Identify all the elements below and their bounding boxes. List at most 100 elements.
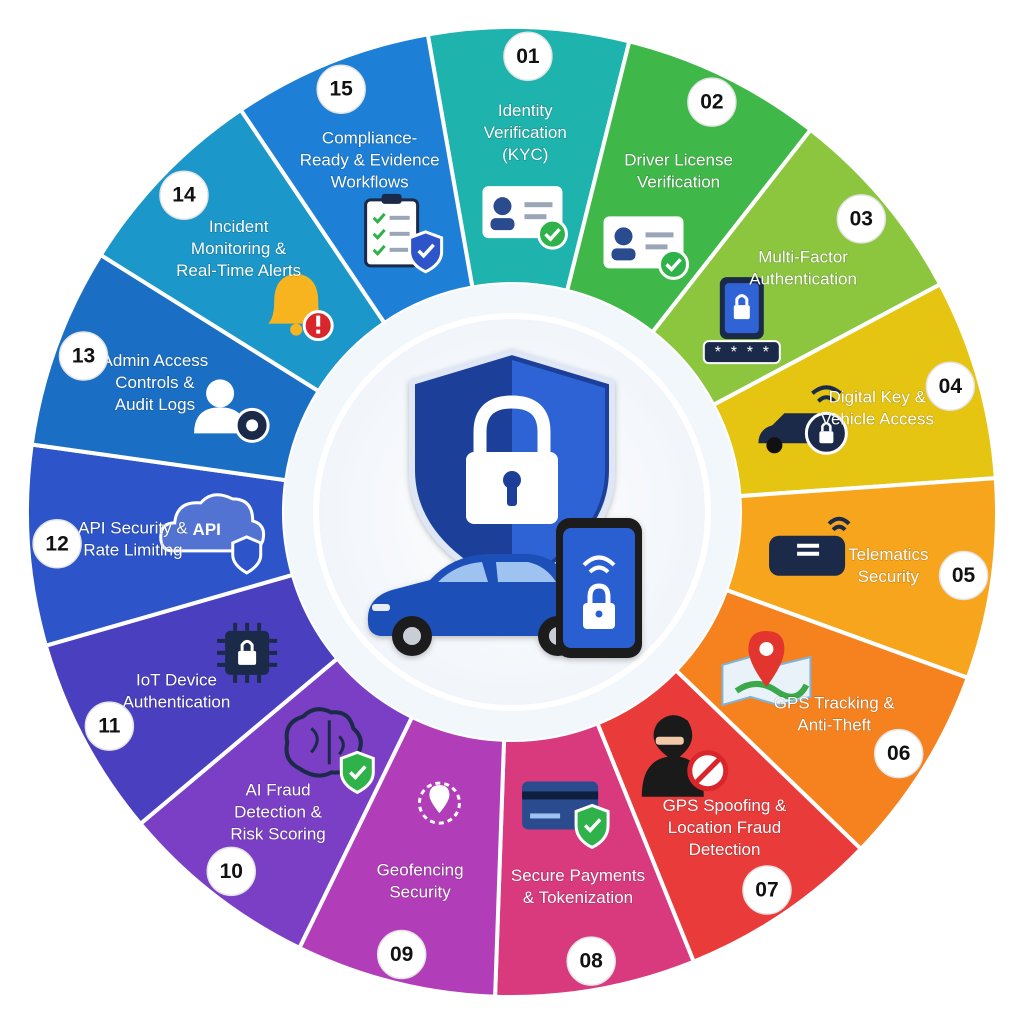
segment-label-line: Admin Access — [102, 351, 209, 370]
number-badge: 04 — [925, 361, 976, 412]
segment-label-line: Authentication — [123, 692, 231, 711]
svg-text:*: * — [747, 344, 753, 361]
segment-label-line: Driver License — [624, 150, 733, 169]
bell-alert-icon — [268, 273, 334, 342]
segment-label-line: Detection — [689, 840, 761, 859]
api-cloud-shield-icon: API — [159, 493, 266, 575]
segment-label: Digital Key &Vehicle Access — [821, 387, 934, 428]
segment-label: API Security &Rate Limiting — [78, 519, 188, 560]
svg-text:*: * — [731, 344, 737, 361]
number-badge-text: 04 — [939, 375, 963, 398]
segment-label-line: Compliance- — [322, 129, 417, 148]
segment-label-line: Controls & — [115, 373, 195, 392]
number-badge-text: 02 — [700, 91, 723, 114]
segment-label-line: Multi-Factor — [758, 248, 848, 267]
svg-text:*: * — [715, 344, 721, 361]
brain-shield-icon — [284, 707, 375, 795]
segment-label-line: Identity — [498, 101, 553, 120]
segment-label-line: Verification — [484, 123, 567, 142]
number-badge-text: 05 — [952, 564, 976, 587]
segment-label: GPS Tracking & Anti-Theft — [774, 693, 896, 734]
smartphone-icon — [556, 518, 642, 658]
number-badge-text: 14 — [172, 184, 196, 207]
shield-lock-car-phone-icon — [367, 348, 642, 658]
svg-text:*: * — [763, 344, 769, 361]
telematics-device-icon — [769, 516, 851, 576]
number-badge: 01 — [503, 31, 553, 82]
segment-label-line: Real-Time Alerts — [176, 261, 301, 280]
number-badge-text: 08 — [580, 950, 604, 973]
number-badge-text: 03 — [850, 207, 873, 230]
segment-label-line: API Security & — [78, 519, 188, 538]
phone-lock-pin-icon: * * * * — [702, 277, 781, 365]
clipboard-shield-icon — [364, 193, 444, 274]
number-badge-text: 01 — [516, 45, 540, 68]
number-badge: 07 — [742, 865, 792, 915]
segment-label-line: Anti-Theft — [797, 715, 871, 734]
car-digital-key-icon — [758, 385, 848, 455]
segment-label-line: Workflows — [331, 173, 409, 192]
number-badge: 12 — [32, 519, 82, 569]
segment-label-line: Audit Logs — [115, 395, 195, 414]
number-badge-text: 11 — [98, 715, 121, 738]
chip-lock-icon — [217, 622, 278, 683]
number-badge: 06 — [873, 728, 924, 779]
map-pin-icon — [721, 630, 812, 707]
number-badge-text: 09 — [390, 943, 413, 966]
number-badge-text: 06 — [887, 742, 910, 765]
number-badge: 10 — [206, 846, 257, 897]
segment-label-line: AI Fraud — [245, 780, 310, 799]
number-badge: 11 — [84, 701, 135, 751]
number-badge: 15 — [316, 64, 366, 114]
segment-label-line: Vehicle Access — [821, 409, 934, 428]
segment-label-line: Detection & — [234, 802, 323, 821]
number-badge: 05 — [938, 550, 989, 601]
segment-label-line: Telematics — [848, 545, 928, 564]
driver-license-check-icon — [603, 216, 690, 280]
number-badge: 02 — [687, 77, 737, 127]
segment-label-line: Security — [389, 883, 451, 902]
id-card-check-icon — [482, 186, 568, 250]
segment-label-line: GPS Spoofing & — [663, 796, 787, 815]
segment-label-line: (KYC) — [502, 145, 548, 164]
segment-label-line: Location Fraud — [668, 818, 781, 837]
segment-label-line: Verification — [637, 172, 720, 191]
svg-text:API: API — [193, 520, 221, 539]
segment-label-line: GPS Tracking & — [774, 693, 896, 712]
geofence-icon — [417, 781, 461, 825]
number-badge: 14 — [159, 170, 209, 220]
segment-label-line: IoT Device — [136, 670, 217, 689]
segment-label-line: & Tokenization — [523, 888, 633, 907]
segment-label: Secure Payments& Tokenization — [511, 866, 645, 907]
hacker-blocked-icon — [641, 715, 729, 797]
credit-card-shield-icon — [522, 781, 610, 850]
number-badge-text: 13 — [72, 345, 95, 368]
number-badge-text: 07 — [755, 879, 778, 902]
number-badge-text: 15 — [329, 78, 353, 101]
segment-08: Secure Payments& Tokenization 08 — [493, 720, 697, 1000]
segment-label-line: Geofencing — [377, 861, 464, 880]
number-badge: 03 — [836, 194, 887, 244]
segment-label-line: Authentication — [749, 270, 857, 289]
